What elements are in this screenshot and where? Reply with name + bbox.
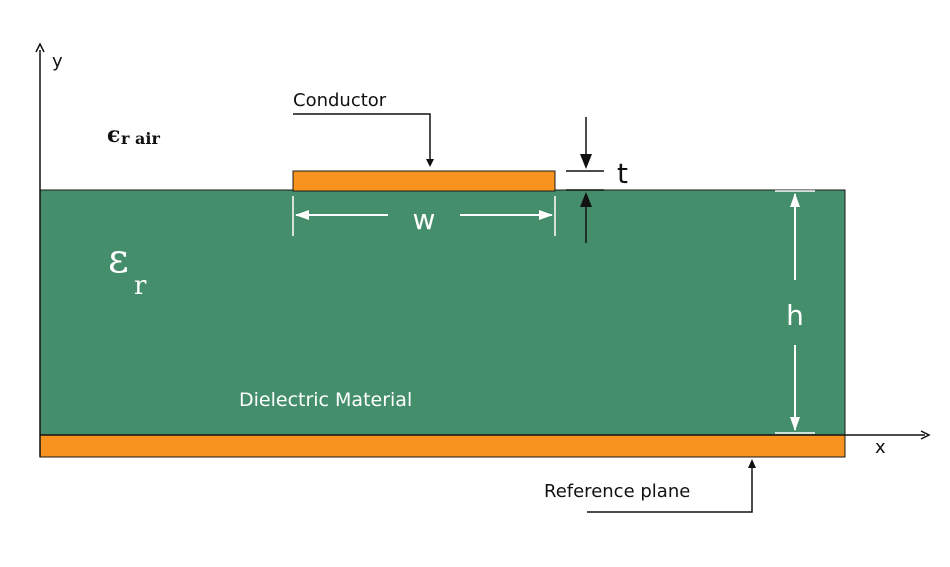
y-axis-arrowhead <box>35 42 45 53</box>
air-permittivity-label: ϵ r air <box>107 122 160 148</box>
width-label: w <box>413 203 436 236</box>
conductor-leader-line <box>293 113 431 162</box>
x-axis-label: x <box>875 437 886 458</box>
width-dimension: w <box>292 196 556 236</box>
dielectric-material-label: Dielectric Material <box>239 389 412 411</box>
air-permittivity-symbol: ϵ <box>107 122 120 148</box>
x-axis-arrowhead <box>920 430 931 440</box>
reference-plane-label: Reference plane <box>544 481 690 502</box>
y-axis-label: y <box>52 51 63 72</box>
thickness-dimension: t <box>566 117 628 243</box>
reference-plane <box>39 434 846 458</box>
air-permittivity-subscript: r air <box>121 129 160 148</box>
dielectric-permittivity-symbol: ε <box>108 236 129 282</box>
reference-plane-leader-arrowhead <box>748 459 756 468</box>
height-label: h <box>786 299 804 332</box>
conductor-strip <box>292 170 556 192</box>
thickness-label: t <box>617 157 628 190</box>
conductor-leader-arrowhead <box>426 159 434 167</box>
dielectric-permittivity-label: ε r <box>108 236 147 301</box>
height-dimension: h <box>775 190 815 434</box>
dielectric-permittivity-subscript: r <box>134 271 147 301</box>
reference-plane-leader-line <box>587 466 753 513</box>
dielectric-substrate <box>39 189 846 436</box>
conductor-label: Conductor <box>293 90 387 111</box>
